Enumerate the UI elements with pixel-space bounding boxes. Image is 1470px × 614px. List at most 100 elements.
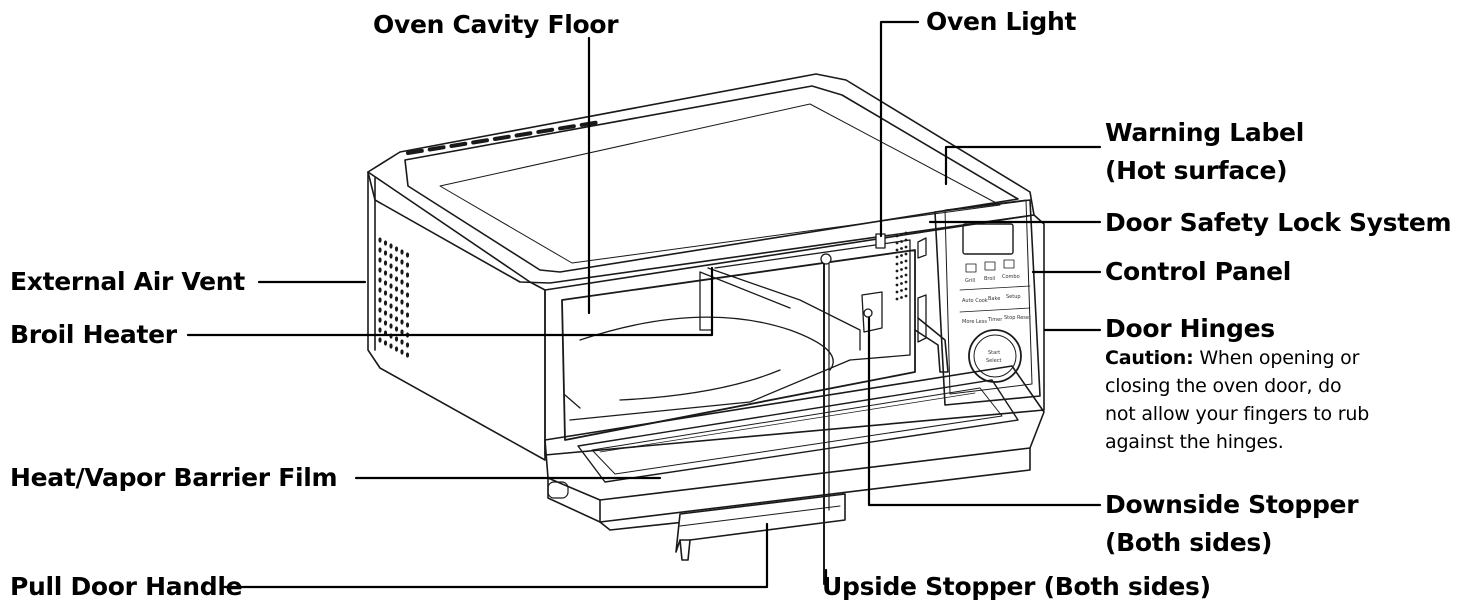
leader-broil-heater (186, 266, 714, 337)
panel-text-group: Grill Broil Combo Auto Cook Bake Setup M… (962, 274, 1031, 325)
leader-oven-light (879, 20, 920, 238)
oven-foot-left (547, 481, 569, 499)
caution-line-2: closing the oven door, do (1105, 375, 1342, 397)
panel-combo: Combo (1002, 274, 1020, 280)
vent-dot (400, 319, 404, 325)
external-vent-dots (378, 237, 410, 358)
panel-grill: Grill (965, 278, 975, 284)
display-window (962, 223, 1014, 255)
vent-dot (405, 322, 410, 328)
vent-dot (383, 290, 388, 296)
dial-start: Start (988, 350, 1000, 356)
cavity-back-wall (714, 239, 911, 361)
cavity-perforation (900, 289, 903, 292)
cavity-perforation (900, 275, 903, 278)
cavity-perforation (895, 248, 899, 252)
vent-dot (400, 259, 404, 265)
oven-top-recess (404, 85, 1019, 273)
vent-dot (383, 240, 388, 246)
label-upside-stopper: Upside Stopper (Both sides) (822, 572, 1211, 601)
vent-dot (400, 279, 404, 285)
oven-front-frame (544, 214, 1045, 456)
cavity-perforation (904, 280, 908, 284)
vent-dot (400, 309, 404, 315)
vent-dot (378, 247, 382, 253)
label-control-panel: Control Panel (1105, 257, 1291, 286)
cavity-perforation (904, 266, 908, 270)
leader-warning-label (944, 145, 1102, 186)
door-glass-frame (577, 379, 1019, 483)
vent-dot (389, 293, 393, 299)
leader-lines (186, 20, 1102, 589)
cavity-perforation (895, 255, 899, 259)
vent-dot (400, 249, 404, 255)
vent-dot (383, 320, 388, 326)
vent-dot (389, 273, 393, 279)
vent-dot (378, 317, 382, 323)
cavity-perforation (900, 261, 903, 264)
control-panel-graphics: Grill Broil Combo Auto Cook Bake Setup M… (914, 223, 1031, 383)
cavity-perforation (895, 290, 899, 294)
vent-dot (394, 316, 399, 322)
oven-top-outer (367, 73, 1035, 284)
vent-dot (389, 263, 393, 269)
vent-dot (400, 299, 404, 305)
vent-dot (383, 250, 388, 256)
cavity-perforation (900, 247, 903, 250)
vent-dot (405, 312, 410, 318)
vent-dot (405, 302, 410, 308)
panel-auto-cook: Auto Cook (962, 298, 988, 304)
label-door-safety-lock: Door Safety Lock System (1105, 208, 1452, 237)
vent-dot (383, 300, 388, 306)
vent-dot (394, 336, 399, 342)
caution-line-4: against the hinges. (1105, 431, 1284, 453)
cavity-perforation (904, 287, 908, 291)
cavity-perforation (895, 241, 899, 245)
vent-dot (405, 252, 410, 258)
panel-setup: Setup (1006, 294, 1021, 300)
vent-dot (394, 286, 399, 292)
vent-dot (400, 329, 404, 335)
vent-dot (383, 310, 388, 316)
caution-title: Caution: (1105, 347, 1194, 369)
cavity-perforation (904, 259, 908, 263)
upside-stopper-knob (820, 253, 832, 265)
label-pull-door-handle: Pull Door Handle (10, 572, 243, 601)
cavity-perforation (895, 269, 899, 273)
vent-dot (405, 342, 410, 348)
vent-dot (394, 256, 399, 262)
cavity-perforation (895, 297, 899, 301)
leader-pull-door-handle (220, 522, 769, 589)
vent-dot (405, 292, 410, 298)
cavity-perforation (900, 254, 903, 257)
label-warning-label-1: Warning Label (1105, 118, 1304, 147)
cavity-perforation (900, 233, 903, 236)
panel-timer: Timer (987, 317, 1003, 323)
cavity-perforation (900, 240, 903, 243)
label-oven-cavity-floor: Oven Cavity Floor (373, 10, 619, 39)
panel-stop-reset: Stop Reset (1004, 315, 1031, 321)
vent-dot (389, 323, 393, 329)
dial-select: Select (986, 358, 1001, 364)
cavity-perforation (900, 268, 903, 271)
vent-dot (389, 283, 393, 289)
vent-dot (394, 266, 399, 272)
vent-dot (389, 303, 393, 309)
vent-dot (378, 297, 382, 303)
vent-dot (400, 349, 404, 355)
label-heat-vapor-barrier: Heat/Vapor Barrier Film (10, 463, 338, 492)
vent-dot (378, 287, 382, 293)
door-glass (591, 387, 1003, 475)
oven-body (367, 73, 1045, 461)
vent-dot (383, 260, 388, 266)
vent-dot (389, 313, 393, 319)
pull-door-handle-graphic (675, 493, 846, 561)
vent-dot (378, 337, 382, 343)
vent-dot (405, 282, 410, 288)
cavity-perforation (904, 252, 908, 256)
vent-dot (394, 246, 399, 252)
vent-dot (389, 243, 393, 249)
label-external-air-vent: External Air Vent (10, 267, 245, 296)
leader-downside-stopper (867, 316, 1102, 507)
vent-dot (378, 257, 382, 263)
